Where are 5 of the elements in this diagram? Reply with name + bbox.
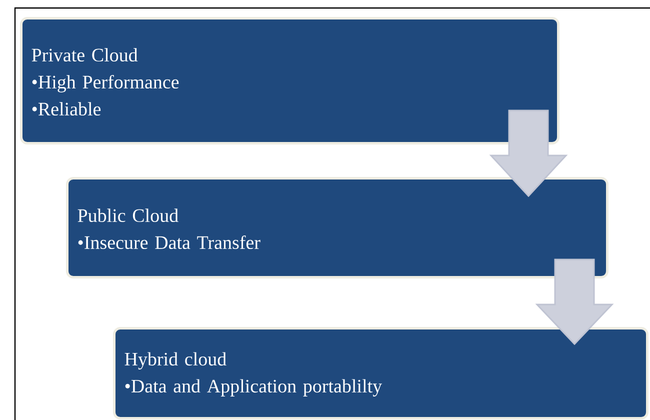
content-box: Public Cloud •Insecure Data Transfer xyxy=(66,177,608,278)
content-box: Private Cloud •High Performance •Reliable xyxy=(20,17,560,144)
content-box: Hybrid cloud •Data and Application portablilty xyxy=(113,327,648,420)
block-arrow xyxy=(535,258,614,346)
block-arrow xyxy=(489,110,568,198)
